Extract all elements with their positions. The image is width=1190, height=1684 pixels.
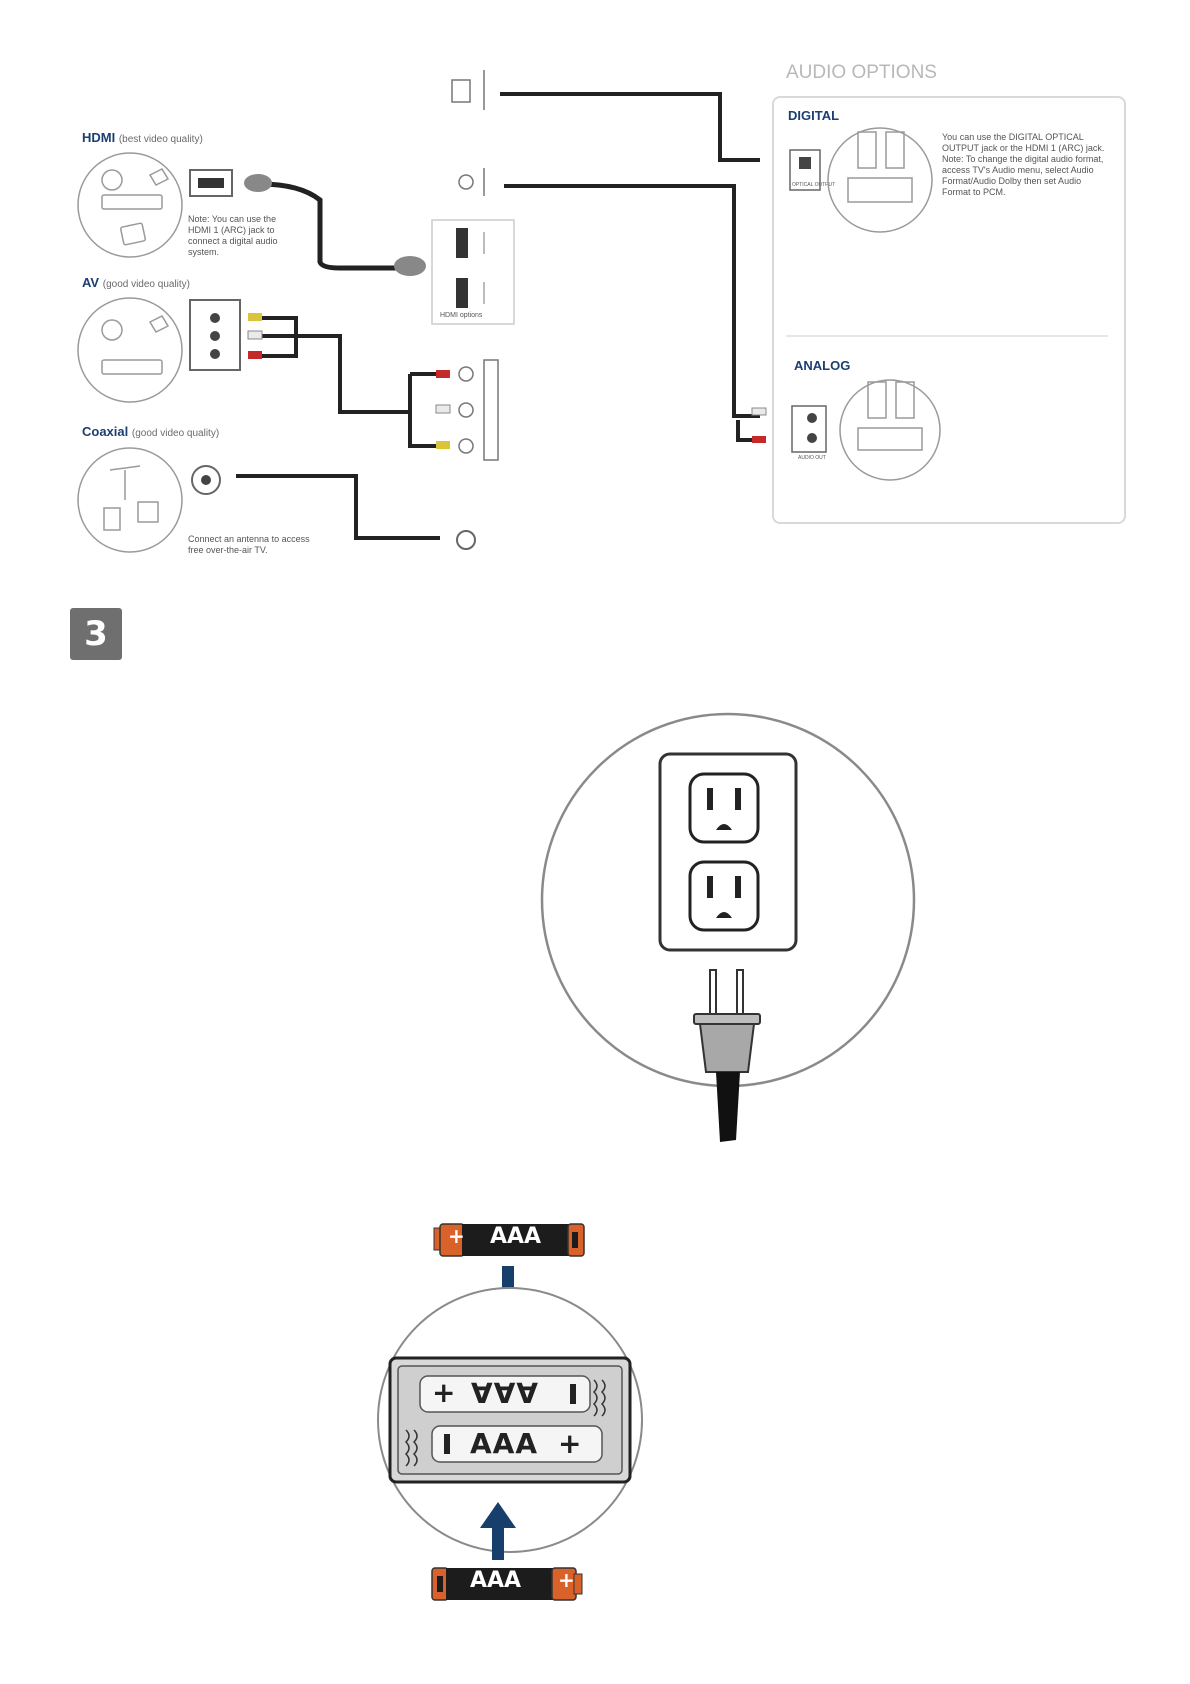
coaxial-heading: Coaxial (good video quality) bbox=[82, 424, 220, 439]
coaxial-note: Connect an antenna to access free over-t… bbox=[188, 534, 310, 555]
battery-bottom-plus: + bbox=[558, 1568, 575, 1592]
battery-bottom-icon bbox=[431, 1567, 583, 1601]
hdmi-note: Note: You can use the HDMI 1 (ARC) jack … bbox=[188, 214, 278, 257]
optical-port-icon bbox=[789, 149, 821, 191]
insert-arrow-up-icon bbox=[480, 1502, 516, 1560]
digital-heading: DIGITAL bbox=[788, 108, 840, 123]
coaxial-wall-jack-icon bbox=[191, 465, 221, 495]
av-jack-panel bbox=[189, 299, 241, 371]
hdmi-heading: HDMI (best video quality) bbox=[82, 130, 203, 145]
power-outlet-illustration bbox=[540, 712, 916, 1142]
optical-cable bbox=[500, 92, 760, 162]
av-device-illustration bbox=[77, 297, 183, 403]
digital-audio-system-illustration bbox=[827, 127, 933, 233]
av-heading: AV (good video quality) bbox=[82, 275, 191, 290]
outlet-socket-top bbox=[688, 772, 760, 844]
digital-text: You can use the DIGITAL OPTICAL OUTPUT j… bbox=[942, 132, 1105, 197]
hdmi-panel-label: HDMI options bbox=[440, 312, 483, 319]
battery-top-label: AAA bbox=[490, 1224, 542, 1249]
battery-bottom-label: AAA bbox=[470, 1568, 522, 1593]
battery-top-icon bbox=[433, 1223, 585, 1257]
tv-av-jacks bbox=[458, 359, 499, 461]
hdmi-device-illustration bbox=[77, 152, 183, 258]
outlet-socket-bottom bbox=[688, 860, 760, 932]
analog-port-icon bbox=[791, 405, 827, 453]
battery-top-plus: + bbox=[448, 1224, 465, 1248]
hdmi-jack-icon bbox=[189, 169, 233, 197]
tv-audio-jacks bbox=[451, 70, 485, 196]
step-number-badge: 3 bbox=[70, 608, 122, 660]
analog-heading: ANALOG bbox=[794, 358, 851, 373]
compartment-top-label: AAA bbox=[470, 1376, 539, 1409]
audio-options-box bbox=[772, 96, 1126, 524]
analog-port-label: AUDIO OUT bbox=[798, 455, 826, 461]
optical-port-label: OPTICAL OUTPUT bbox=[792, 182, 836, 188]
coaxial-device-illustration bbox=[77, 447, 183, 553]
battery-compartment-illustration bbox=[377, 1287, 643, 1553]
connection-diagram-drawing bbox=[77, 70, 1108, 553]
hdmi-cable bbox=[259, 181, 400, 271]
compartment-top-plus: + bbox=[432, 1376, 457, 1409]
tv-hdmi-ports bbox=[431, 219, 515, 325]
analog-cable bbox=[504, 184, 760, 418]
coaxial-cable bbox=[236, 474, 440, 540]
connection-diagram: HDMI (best video quality) Note: You can … bbox=[0, 0, 1190, 580]
audio-options-title: AUDIO OPTIONS bbox=[786, 62, 937, 83]
compartment-bottom-label: AAA bbox=[470, 1427, 539, 1460]
analog-audio-system-illustration bbox=[839, 379, 941, 481]
compartment-bottom-plus: + bbox=[558, 1427, 583, 1460]
power-plug-icon bbox=[693, 969, 761, 1142]
battery-installation: + AAA + AAA AAA + AAA + bbox=[370, 1220, 670, 1620]
av-cables bbox=[260, 316, 440, 448]
